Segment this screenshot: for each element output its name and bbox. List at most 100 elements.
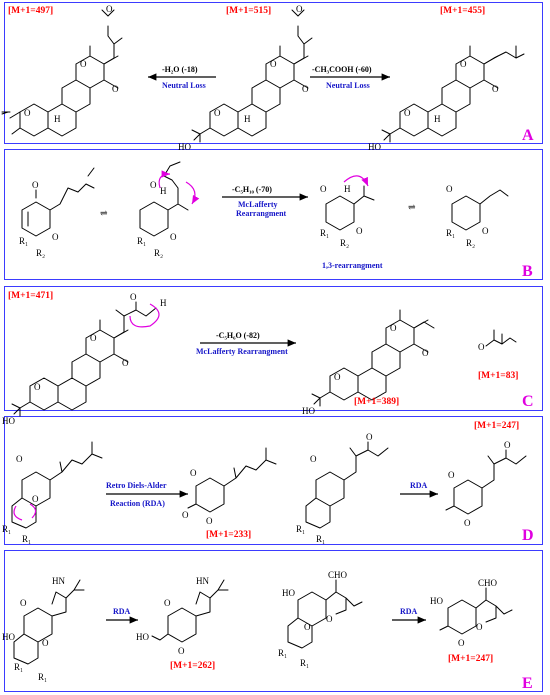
- d-ion1: [M+1=233]: [206, 530, 251, 540]
- svg-text:O: O: [458, 638, 465, 648]
- svg-text:O: O: [106, 4, 113, 14]
- a-panel-letter: A: [522, 127, 534, 144]
- svg-text:O: O: [446, 184, 453, 194]
- svg-text:O: O: [270, 59, 277, 69]
- svg-text:R₁: R₁: [2, 524, 11, 534]
- b-arrow-sub1: McLafferty: [238, 200, 278, 209]
- a-molecule-mid: HO O O O O H: [178, 4, 313, 152]
- a-arrow-left-label: -H₂O (-18): [162, 65, 198, 74]
- e-ion1: [M+1=262]: [170, 661, 215, 671]
- d-arrow1-sub: Reaction (RDA): [110, 499, 165, 508]
- b-equilibrium-1: ⇌: [100, 208, 108, 218]
- e-arrow2-label: RDA: [400, 607, 418, 616]
- b-rearr-label: 1,3-rearrangment: [322, 261, 383, 270]
- svg-text:R₁: R₁: [320, 228, 329, 238]
- svg-text:O: O: [482, 226, 489, 236]
- svg-text:R₂: R₂: [36, 248, 45, 258]
- svg-text:CHO: CHO: [328, 570, 348, 580]
- c-panel-letter: C: [522, 393, 534, 410]
- svg-text:O: O: [422, 348, 429, 358]
- b-arrow-label: -C₅H₁₀ (-70): [232, 185, 272, 194]
- svg-text:O: O: [214, 108, 221, 118]
- svg-text:R₂: R₂: [154, 248, 163, 258]
- svg-text:H: H: [160, 186, 167, 196]
- c-molecule-product: HO O O O: [302, 309, 435, 416]
- svg-text:O: O: [302, 84, 309, 94]
- svg-text:O: O: [206, 516, 213, 526]
- a-molecule-right: HO O O O H: [368, 45, 525, 152]
- svg-text:O: O: [170, 232, 177, 242]
- panel-a: [4, 2, 543, 144]
- svg-text:R₁: R₁: [296, 524, 305, 534]
- c-ion-neutral: [M+1=83]: [478, 371, 518, 381]
- svg-text:O: O: [52, 232, 59, 242]
- svg-text:O: O: [464, 518, 471, 528]
- panel-c: [4, 286, 543, 411]
- c-molecule-left: HO O O O O H: [2, 292, 167, 426]
- a-molecule-left: O O O O H: [1, 4, 123, 137]
- svg-text:HO: HO: [136, 632, 149, 642]
- e-molecule-3: HO R₁ R₁ CHO O O: [278, 570, 363, 668]
- svg-text:H: H: [244, 114, 251, 124]
- a-arrow-right-sub: Neutral Loss: [326, 81, 370, 90]
- b-quinone-4: R₁ R₂ O O: [446, 184, 509, 248]
- svg-text:O: O: [356, 226, 363, 236]
- d-molecule-1: R₁ R₁ O O: [2, 441, 103, 544]
- c-arrow-sub: McLafferty Rearrangment: [196, 347, 288, 356]
- svg-text:O: O: [130, 292, 137, 302]
- svg-text:O: O: [42, 638, 49, 648]
- svg-text:R₁: R₁: [300, 658, 309, 668]
- svg-text:CHO: CHO: [478, 578, 498, 588]
- a-ion-mid: [M+1=515]: [226, 6, 271, 16]
- svg-text:O: O: [164, 598, 171, 608]
- svg-text:H: H: [160, 298, 167, 308]
- svg-text:O: O: [32, 494, 39, 504]
- svg-text:O: O: [190, 468, 197, 478]
- svg-text:R₁: R₁: [446, 228, 455, 238]
- svg-text:O: O: [122, 358, 129, 368]
- b-quinone-3: H R₁ R₂ O O: [320, 175, 375, 248]
- svg-text:R₁: R₁: [22, 534, 31, 544]
- panel-b: [4, 149, 543, 280]
- b-arrow-sub2: Rearrangment: [236, 209, 287, 218]
- c-neutral-fragment: O: [478, 329, 517, 352]
- svg-text:R₁: R₁: [14, 662, 23, 672]
- b-panel-letter: B: [522, 263, 533, 280]
- svg-text:H: H: [54, 114, 61, 124]
- svg-text:O: O: [478, 342, 485, 352]
- b-quinone-2: H R₁ R₂ O O: [137, 161, 200, 258]
- a-ion-right: [M+1=455]: [440, 6, 485, 16]
- svg-text:R₂: R₂: [340, 238, 349, 248]
- panel-d: [4, 416, 543, 545]
- svg-text:HO: HO: [2, 632, 15, 642]
- svg-text:HO: HO: [2, 416, 15, 426]
- svg-text:O: O: [32, 180, 39, 190]
- svg-text:O: O: [492, 84, 499, 94]
- a-arrow-left-sub: Neutral Loss: [162, 81, 206, 90]
- svg-text:O: O: [178, 646, 185, 656]
- svg-text:H: H: [434, 114, 441, 124]
- svg-text:HO: HO: [302, 406, 315, 416]
- svg-text:R₁: R₁: [316, 534, 325, 544]
- svg-text:O: O: [460, 59, 467, 69]
- d-molecule-4: O O O: [445, 440, 527, 528]
- svg-text:O: O: [448, 470, 455, 480]
- panel-e: [4, 550, 543, 692]
- svg-text:R₁: R₁: [19, 236, 28, 246]
- svg-text:HO: HO: [430, 596, 443, 606]
- svg-text:HO: HO: [368, 142, 381, 152]
- svg-text:R₁: R₁: [278, 648, 287, 658]
- svg-text:O: O: [404, 108, 411, 118]
- c-ion-product: [M+1=389]: [354, 397, 399, 407]
- e-molecule-2: HO O O HN: [136, 576, 229, 656]
- svg-text:O: O: [20, 598, 27, 608]
- svg-text:R₁: R₁: [137, 236, 146, 246]
- e-molecule-1: HO R₁ R₁ O O HN: [2, 576, 85, 682]
- d-panel-letter: D: [522, 527, 534, 544]
- svg-text:O: O: [90, 333, 97, 343]
- svg-text:O: O: [334, 372, 341, 382]
- svg-text:HN: HN: [52, 576, 65, 586]
- c-arrow-label: -C₅H₆O (-82): [216, 331, 260, 340]
- svg-text:O: O: [476, 622, 483, 632]
